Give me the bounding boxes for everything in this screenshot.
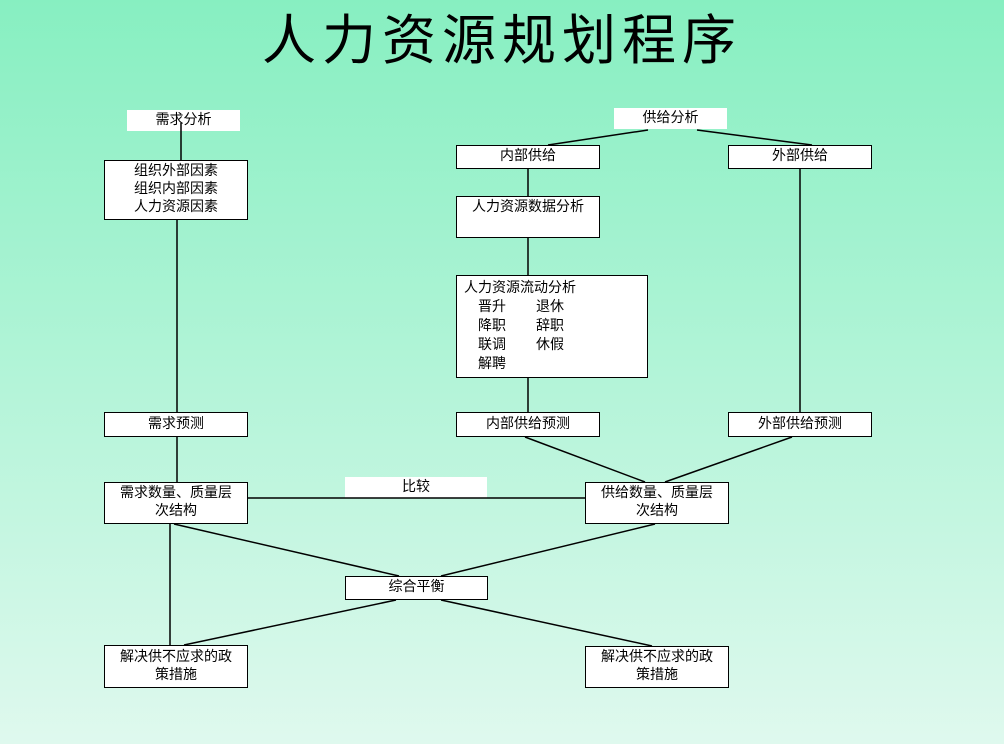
connector-supply-analysis-internal-supply	[547, 129, 649, 146]
node-supply-structure: 供给数量、质量层 次结构	[585, 482, 729, 524]
flow-cell: 休假	[536, 338, 564, 353]
connector-supply-analysis-external-supply	[696, 129, 813, 146]
flow-cell: 联调	[478, 338, 506, 353]
node-demand-structure: 需求数量、质量层 次结构	[104, 482, 248, 524]
node-supply-analysis: 供给分析	[614, 108, 727, 129]
connector-external-forecast-supply-structure	[664, 436, 793, 483]
flow-cell: 晋升	[478, 300, 506, 315]
node-policy-left: 解决供不应求的政 策措施	[104, 645, 248, 688]
flow-row: 解聘	[457, 355, 647, 374]
node-hr-flow-analysis: 人力资源流动分析 晋升 退休 降职 辞职 联调 休假 解聘	[456, 275, 648, 378]
flow-cell: 解聘	[478, 357, 506, 372]
node-internal-supply-forecast: 内部供给预测	[456, 412, 600, 437]
node-internal-supply: 内部供给	[456, 145, 600, 169]
connector-supply-structure-balance	[440, 523, 656, 577]
node-balance: 综合平衡	[345, 576, 488, 600]
flow-row: 联调 休假	[457, 336, 647, 355]
connector-internal-forecast-supply-structure	[524, 436, 646, 483]
connector-balance-policy-right	[440, 599, 653, 647]
flow-row: 降职 辞职	[457, 317, 647, 336]
slide-title: 人力资源规划程序	[262, 11, 742, 71]
node-external-supply-forecast: 外部供给预测	[728, 412, 872, 437]
node-factors: 组织外部因素 组织内部因素 人力资源因素	[104, 160, 248, 220]
node-hr-data-analysis: 人力资源数据分析	[456, 196, 600, 238]
connector-balance-policy-left	[183, 599, 397, 646]
flow-cell: 退休	[536, 300, 564, 315]
flow-cell: 辞职	[536, 319, 564, 334]
flow-analysis-title: 人力资源流动分析	[464, 281, 576, 296]
node-compare: 比较	[345, 477, 487, 498]
node-demand-forecast: 需求预测	[104, 412, 248, 437]
flow-cell: 降职	[478, 319, 506, 334]
node-demand-analysis: 需求分析	[127, 110, 240, 131]
node-external-supply: 外部供给	[728, 145, 872, 169]
flow-row: 晋升 退休	[457, 298, 647, 317]
node-policy-right: 解决供不应求的政 策措施	[585, 646, 729, 688]
connector-demand-structure-balance	[173, 523, 400, 577]
